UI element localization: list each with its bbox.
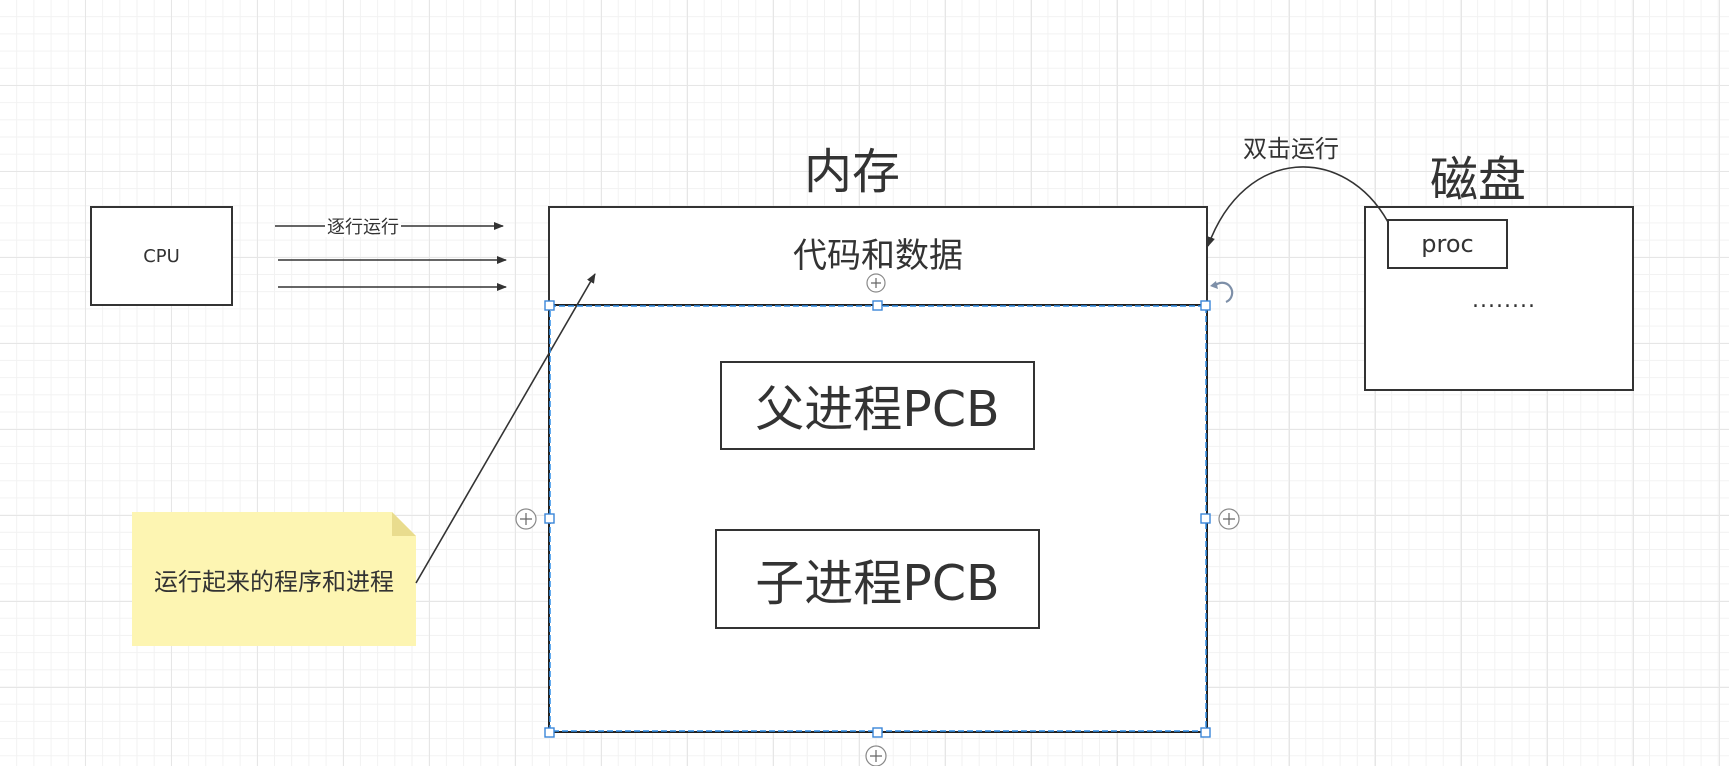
double-click-label[interactable]: 双击运行: [1243, 135, 1339, 163]
resize-handle-bottom[interactable]: [872, 727, 883, 738]
parent-pcb-box[interactable]: 父进程PCB: [720, 361, 1035, 450]
connection-points[interactable]: [515, 273, 1240, 766]
cpu-label: CPU: [143, 245, 180, 267]
resize-handle-left[interactable]: [544, 513, 555, 524]
note-connector-arrow[interactable]: [415, 273, 596, 584]
code-data-label: 代码和数据: [793, 235, 963, 276]
run-sequence-label[interactable]: 逐行运行: [325, 217, 401, 238]
parent-pcb-label: 父进程PCB: [755, 381, 1000, 438]
plus-circle-icon[interactable]: [865, 745, 887, 766]
disk-title[interactable]: 磁盘: [1430, 152, 1527, 208]
resize-handle-top-right[interactable]: [1200, 300, 1211, 311]
selection-outline: [549, 305, 1207, 732]
child-pcb-label: 子进程PCB: [755, 554, 1000, 612]
child-pcb-box[interactable]: 子进程PCB: [715, 529, 1040, 629]
memory-title[interactable]: 内存: [804, 144, 901, 200]
sticky-note[interactable]: 运行起来的程序和进程: [132, 512, 416, 646]
double-click-arrow[interactable]: [1207, 166, 1389, 247]
proc-box[interactable]: proc: [1387, 219, 1508, 269]
resize-handle-right[interactable]: [1200, 513, 1211, 524]
resize-handle-bottom-left[interactable]: [544, 727, 555, 738]
rotate-arrow-icon[interactable]: [1210, 281, 1234, 304]
sticky-note-label: 运行起来的程序和进程: [154, 567, 394, 596]
resize-handle-top[interactable]: [872, 300, 883, 311]
resize-handle-bottom-right[interactable]: [1200, 727, 1211, 738]
plus-circle-icon[interactable]: [515, 508, 537, 530]
disk-ellipsis: ........: [1472, 288, 1536, 313]
plus-circle-icon[interactable]: [866, 273, 886, 293]
resize-handle-top-left[interactable]: [544, 300, 555, 311]
cpu-box[interactable]: CPU: [90, 206, 233, 306]
plus-circle-icon[interactable]: [1218, 508, 1240, 530]
resize-handles[interactable]: [544, 300, 1211, 738]
proc-label: proc: [1421, 230, 1474, 258]
